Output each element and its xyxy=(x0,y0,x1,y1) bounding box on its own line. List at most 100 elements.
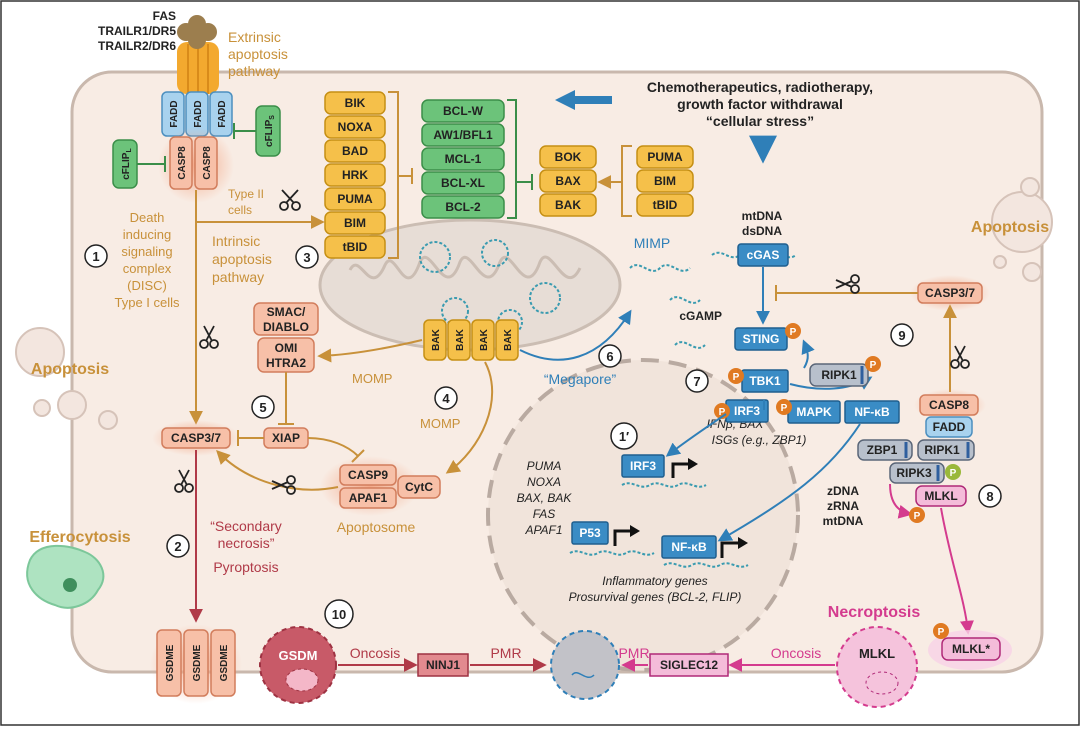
step-1: 1 xyxy=(92,249,99,264)
gsdme-label-3: GSDME xyxy=(219,644,230,681)
siglec12-box xyxy=(649,653,729,677)
omi-l2: HTRA2 xyxy=(266,356,306,370)
ninj1-label: NINJ1 xyxy=(426,658,460,672)
arrow-megapore xyxy=(519,309,632,361)
mlkl-cell xyxy=(836,626,918,708)
irf3-dna xyxy=(621,482,707,488)
tbk1-label: TBK1 xyxy=(749,374,781,388)
bak-label-1: BAK xyxy=(431,328,442,350)
mlkl-cell-nucleus xyxy=(865,671,899,695)
bh3-label-1: NOXA xyxy=(338,120,373,134)
mtdna-label: mtDNA xyxy=(742,209,783,223)
omi-l1: OMI xyxy=(275,341,298,355)
fadd-label-3: FADD xyxy=(217,100,228,127)
sting-phospho xyxy=(785,323,801,339)
mlkl-star-label: MLKL* xyxy=(952,642,990,656)
step-2: 2 xyxy=(174,539,181,554)
mlkl-star-box xyxy=(941,637,1001,661)
stress-l2: growth factor withdrawal xyxy=(677,96,843,112)
gsdm-label: GSDM xyxy=(279,648,318,663)
genes-l2: Prosurvival genes (BCL-2, FLIP) xyxy=(569,590,742,604)
p53-target-2: BAX, BAK xyxy=(517,491,573,505)
zbp1-label: ZBP1 xyxy=(867,443,898,457)
bak-pore xyxy=(423,319,519,361)
p53-target-3: FAS xyxy=(533,507,555,521)
bh3-label-4: PUMA xyxy=(337,192,373,206)
step-3: 3 xyxy=(303,250,310,265)
apoptosis-label-left: Apoptosis xyxy=(31,361,109,378)
step-9: 9 xyxy=(898,328,905,343)
effector-column xyxy=(539,145,597,217)
pmr-label-right: PMR xyxy=(618,645,649,661)
casp9-label: CASP9 xyxy=(348,468,388,482)
gsdme-pore xyxy=(156,629,236,697)
anti-label-3: BCL-XL xyxy=(441,176,485,190)
casp8-label-2: CASP8 xyxy=(202,146,213,180)
bh3-label-6: tBID xyxy=(343,240,368,254)
p53-box xyxy=(571,521,609,545)
bh3-column xyxy=(324,91,386,259)
apoptotic-bodies-left xyxy=(15,327,118,430)
nfkb-cyto-box xyxy=(844,400,900,424)
mlkl-small-p-label: P xyxy=(914,511,921,522)
intrinsic-l3: pathway xyxy=(212,269,264,285)
effector-label-0: BOK xyxy=(555,150,582,164)
oncosis-label-left: Oncosis xyxy=(350,645,401,661)
bh3-bracket xyxy=(388,91,412,259)
anti-label-4: BCL-2 xyxy=(445,200,481,214)
casp37-left-box xyxy=(161,427,231,449)
step-markers xyxy=(84,244,1002,629)
gsdme-label-1: GSDME xyxy=(165,644,176,681)
extrinsic-line3: pathway xyxy=(228,63,280,79)
scissors-icon-apoptosome xyxy=(271,475,296,495)
arrow-bak-smac xyxy=(317,339,423,363)
bh3-box-2 xyxy=(324,139,386,163)
ripk3-box xyxy=(889,462,945,484)
mlkl-necro-box xyxy=(915,485,967,507)
scissors-icon-disc xyxy=(199,325,219,349)
nfkb-promoter-arrow xyxy=(720,541,740,558)
bak-label-4: BAK xyxy=(503,328,514,350)
nucleus xyxy=(486,358,800,672)
ripk3-label: RIPK3 xyxy=(896,466,932,480)
nfkb-nuc-box xyxy=(661,535,717,559)
irf3-cyto-label: IRF3 xyxy=(734,404,760,418)
efferocyte-icon xyxy=(26,544,105,609)
bh3-label-2: BAD xyxy=(342,144,368,158)
fadd-label-1: FADD xyxy=(169,100,180,127)
p53-target-0: PUMA xyxy=(527,459,562,473)
scissors-icon-casp8 xyxy=(950,345,970,369)
mapk-p-label: P xyxy=(781,403,788,414)
activator-label-2: tBID xyxy=(653,198,678,212)
irf3-promoter-arrow xyxy=(671,462,690,478)
tbk1-p-label: P xyxy=(733,372,740,383)
secondary-l1: “Secondary xyxy=(210,518,282,534)
disc-l5: (DISC) xyxy=(127,278,167,293)
efferocytosis-label: Efferocytosis xyxy=(29,529,130,546)
siglec12-label: SIGLEC12 xyxy=(660,658,718,672)
bh3-box-4 xyxy=(324,187,386,211)
casp8-right-label: CASP8 xyxy=(929,398,969,412)
irf3-nuc-box xyxy=(621,454,665,478)
secondary-l3: Pyroptosis xyxy=(213,559,278,575)
stress-l3: “cellular stress” xyxy=(706,113,814,129)
p53-target-4: APAF1 xyxy=(524,523,562,537)
ripk1-top-label: RIPK1 xyxy=(821,368,857,382)
receptor-dr5: TRAILR1/DR5 xyxy=(98,24,176,38)
anti-label-0: BCL-W xyxy=(443,104,484,118)
step-4: 4 xyxy=(442,391,450,406)
mlkl-necro-label: MLKL xyxy=(924,489,957,503)
arrow-mlkl-activated xyxy=(940,507,974,635)
type2-l2: cells xyxy=(228,203,252,217)
zbp1-box xyxy=(857,439,913,461)
p53-target-1: NOXA xyxy=(527,475,561,489)
receptor-dr6: TRAILR2/DR6 xyxy=(98,39,176,53)
death-receptor-icon xyxy=(177,15,219,94)
stress-l1: Chemotherapeutics, radiotherapy, xyxy=(647,79,873,95)
fadd-column xyxy=(161,91,233,137)
mlkl-phospho-small xyxy=(909,507,925,523)
type2-l1: Type II xyxy=(228,187,264,201)
gsdm-cell xyxy=(259,626,337,704)
fadd-label-2: FADD xyxy=(193,100,204,127)
irf3-targets-l2: ISGs (e.g., ZBP1) xyxy=(712,433,807,447)
